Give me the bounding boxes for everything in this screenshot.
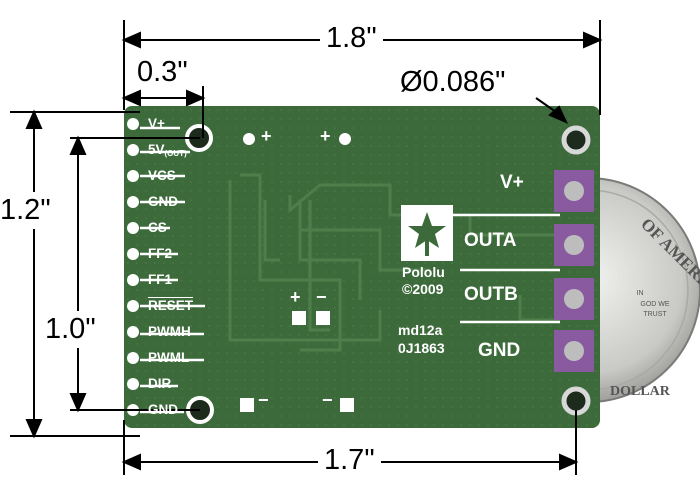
plus-mark: + (320, 126, 331, 146)
pin-label-sub: (OUT) (164, 149, 187, 158)
height-total-label: 1.2" (0, 192, 51, 229)
terminal-pads (554, 170, 594, 372)
terminal-label: GND (478, 340, 521, 361)
minus-mark: − (322, 390, 333, 410)
terminal-label: V+ (500, 172, 524, 193)
pololu-logo-icon (401, 205, 453, 261)
logo-text: Pololu (402, 264, 445, 280)
pin-label: RESET (148, 298, 194, 313)
pin-label: FF1 (148, 272, 173, 287)
test-pads (240, 133, 354, 412)
svg-text:DOLLAR: DOLLAR (610, 384, 671, 399)
pin-span-label: 1.0" (45, 311, 96, 348)
svg-text:GOD WE: GOD WE (640, 301, 669, 308)
pin-label: CS (148, 220, 167, 235)
width-total-label: 1.8" (320, 22, 383, 55)
hole-span-label: 1.7" (318, 444, 381, 477)
pin-label: PWMH (148, 324, 191, 339)
pin-label: PWML (148, 350, 190, 365)
pin-label: GND (148, 402, 178, 417)
left-header-pins (127, 118, 139, 416)
pin-label: DIR (148, 376, 172, 391)
svg-text:IN: IN (637, 290, 644, 297)
terminal-label: OUTA (464, 230, 517, 251)
pin-label: GND (148, 194, 178, 209)
hole-diameter-label: Ø0.086" (400, 66, 506, 98)
pin-label: VCS (148, 168, 176, 183)
minus-mark: − (316, 287, 327, 307)
pin-label: 5V(OUT) (148, 142, 187, 158)
svg-text:TRUST: TRUST (643, 311, 667, 318)
pin-offset-label: 0.3" (137, 56, 188, 88)
copyright-text: ©2009 (402, 281, 444, 297)
minus-mark: − (258, 390, 269, 410)
serial-text: 0J1863 (398, 340, 445, 356)
model-text: md12a (398, 322, 443, 338)
pin-label: V+ (148, 116, 165, 131)
plus-mark: + (261, 126, 272, 146)
plus-mark: + (290, 287, 301, 307)
pin-label: FF2 (148, 246, 173, 261)
terminal-label: OUTB (464, 284, 518, 305)
pcb-board (124, 106, 600, 428)
